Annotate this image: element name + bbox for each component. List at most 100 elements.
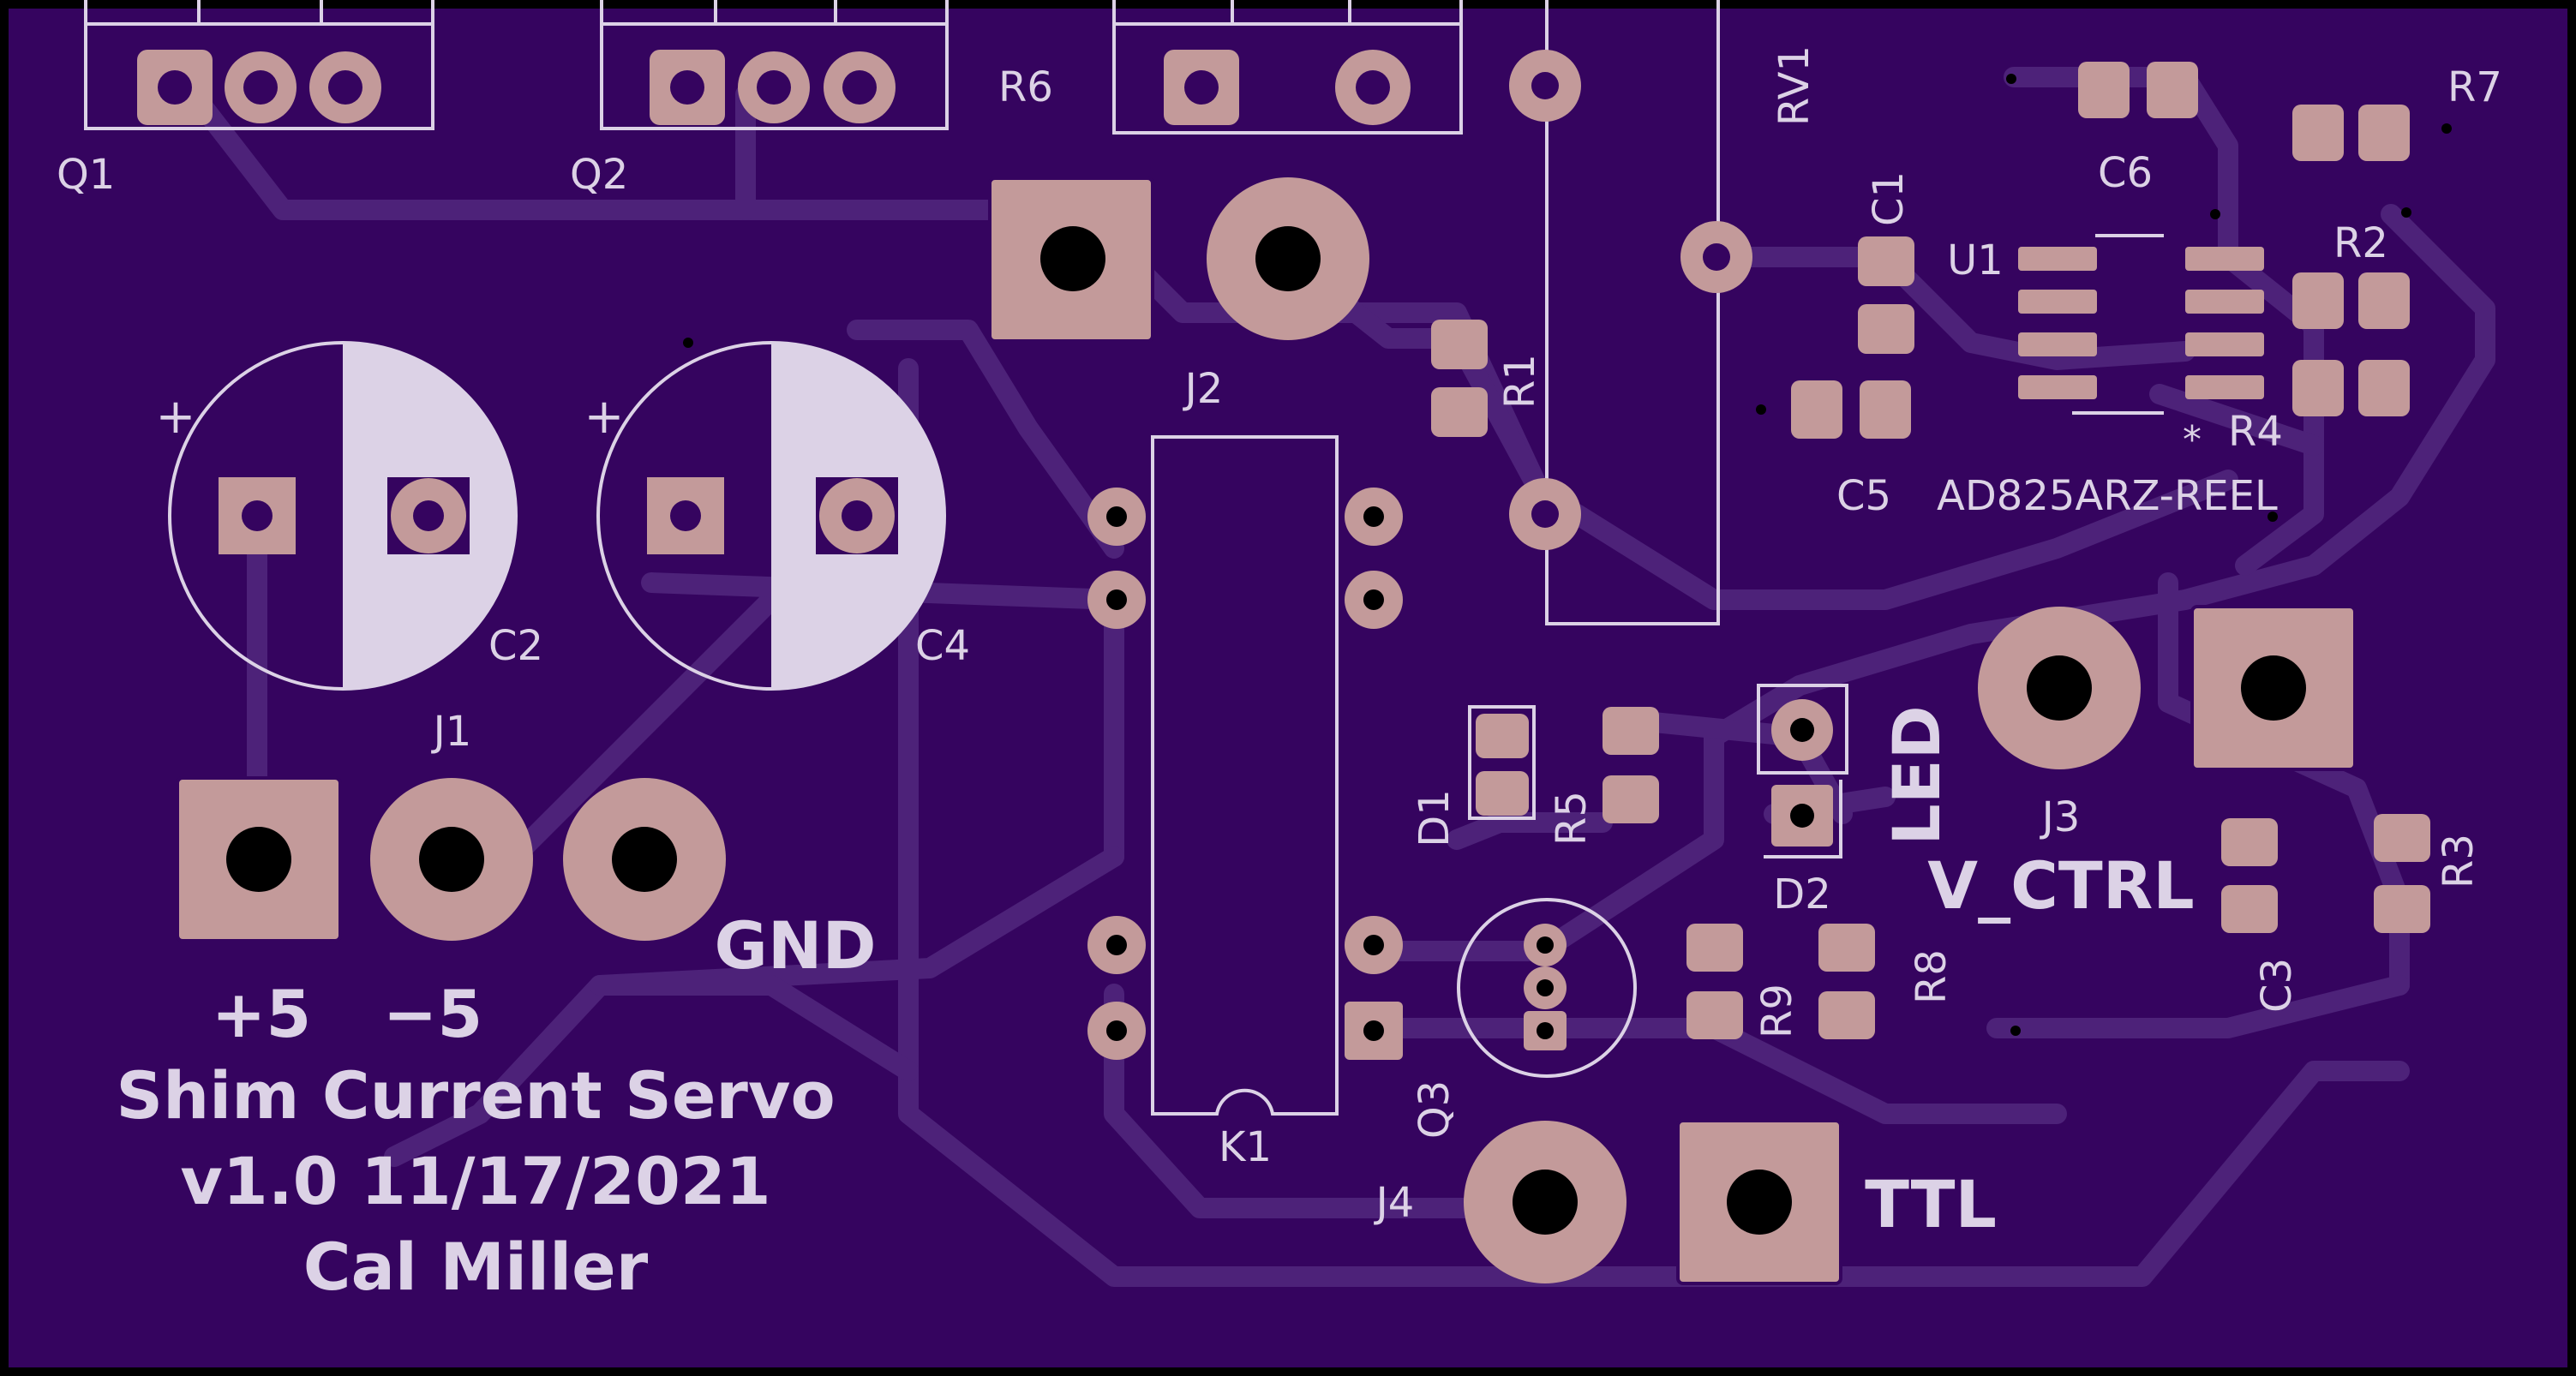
r5-resistor: R5	[1548, 707, 1659, 846]
pad	[2358, 272, 2410, 329]
rv1-potentiometer: RV1	[1509, 0, 1818, 625]
pad	[1476, 714, 1529, 758]
drill-hole	[1255, 226, 1321, 291]
drill-hole	[612, 827, 677, 892]
pad	[1603, 775, 1659, 823]
pad	[2018, 332, 2097, 356]
r6-resistor: R6	[998, 0, 1463, 135]
pad	[1431, 387, 1488, 437]
drill-hole	[1184, 70, 1219, 105]
drill-hole	[1106, 589, 1127, 610]
c4-polarity-mark: +	[584, 389, 625, 445]
pad	[2374, 885, 2430, 933]
u1-part-number: AD825ARZ-REEL	[1937, 472, 2278, 520]
refdes-q1: Q1	[57, 151, 115, 199]
pad	[1860, 380, 1911, 439]
drill-hole	[1790, 718, 1814, 742]
drill-hole	[1106, 1020, 1127, 1041]
u1-pin1-mark: *	[2183, 418, 2202, 462]
drill-hole	[2027, 655, 2092, 721]
u1-opamp: U1 * AD825ARZ-REEL	[1937, 209, 2278, 520]
pad	[2358, 105, 2410, 161]
drill-hole	[1106, 935, 1127, 955]
j3-connector: J3 V_CTRL	[1927, 605, 2357, 924]
drill-hole	[328, 70, 362, 105]
drill-hole	[242, 500, 273, 531]
refdes-j4: J4	[1374, 1179, 1415, 1227]
c4-capacitor: + C4	[584, 338, 970, 691]
drill-hole	[670, 500, 701, 531]
pad	[1431, 320, 1488, 369]
pad	[2018, 290, 2097, 314]
pad	[2221, 818, 2278, 866]
drill-hole	[1363, 1020, 1384, 1041]
refdes-rv1: RV1	[1770, 45, 1818, 126]
c6-capacitor: C6	[2006, 62, 2198, 197]
drill-hole	[158, 70, 192, 105]
label-minus5: −5	[383, 976, 483, 1052]
r3-resistor: R3	[2374, 814, 2483, 933]
refdes-k1: K1	[1219, 1123, 1272, 1171]
drill-hole	[1537, 936, 1554, 954]
pad	[1603, 707, 1659, 755]
pad	[1686, 991, 1743, 1039]
q3-transistor: Q3	[1411, 898, 1637, 1139]
r2-resistor: R2	[2292, 207, 2411, 329]
drill-hole	[1703, 243, 1730, 271]
refdes-j2: J2	[1183, 365, 1224, 413]
drill-hole	[670, 70, 704, 105]
pad	[1818, 991, 1875, 1039]
r4-resistor: R4	[2228, 360, 2410, 522]
pad	[1818, 924, 1875, 972]
drill-hole	[2241, 655, 2306, 721]
drill-hole	[226, 827, 291, 892]
refdes-r3: R3	[2435, 834, 2483, 888]
pad	[1791, 380, 1842, 439]
drill-hole	[1727, 1170, 1792, 1235]
j1-power-connector: J1 +5 −5 GND	[176, 708, 877, 1052]
pad	[1476, 771, 1529, 816]
label-plus5: +5	[212, 976, 312, 1052]
pad	[1858, 304, 1914, 354]
label-ttl: TTL	[1865, 1166, 1997, 1242]
drill-hole	[1790, 804, 1814, 828]
refdes-d1: D1	[1411, 789, 1459, 847]
c3-capacitor: C3	[2221, 818, 2301, 1013]
drill-hole	[1531, 72, 1559, 99]
refdes-r7: R7	[2447, 63, 2502, 111]
label-vctrl: V_CTRL	[1927, 847, 2194, 924]
label-led: LED	[1878, 705, 1955, 845]
drill-hole	[243, 70, 278, 105]
board-author: Cal Miller	[303, 1229, 649, 1305]
pad	[2185, 290, 2264, 314]
refdes-r8: R8	[1908, 949, 1956, 1004]
drill-hole	[1363, 935, 1384, 955]
r8-resistor: R8	[1818, 924, 1956, 1039]
pad	[2292, 272, 2344, 329]
q2-transistor: Q2	[570, 0, 949, 199]
refdes-j3: J3	[2040, 793, 2081, 841]
drill-hole	[1513, 1170, 1578, 1235]
refdes-c6: C6	[2098, 149, 2153, 197]
refdes-q2: Q2	[570, 151, 628, 199]
c2-capacitor: + C2	[156, 341, 543, 691]
refdes-d2: D2	[1773, 870, 1831, 918]
pad	[2374, 814, 2430, 862]
drill-hole	[1363, 506, 1384, 527]
refdes-r4: R4	[2228, 408, 2283, 456]
refdes-r2: R2	[2333, 219, 2388, 267]
refdes-c3: C3	[2253, 958, 2301, 1013]
board-version: v1.0 11/17/2021	[180, 1143, 770, 1219]
r7-resistor: R7	[2292, 63, 2502, 161]
r1-resistor: R1	[1431, 320, 1544, 437]
drill-hole	[1531, 500, 1559, 528]
drill-hole	[1537, 979, 1554, 996]
refdes-r6: R6	[998, 63, 1053, 111]
refdes-r5: R5	[1548, 791, 1596, 846]
drill-hole	[1106, 506, 1127, 527]
refdes-c5: C5	[1836, 472, 1891, 520]
drill-hole	[842, 70, 877, 105]
r9-resistor: R9	[1686, 924, 1801, 1039]
pad	[2147, 62, 2198, 118]
